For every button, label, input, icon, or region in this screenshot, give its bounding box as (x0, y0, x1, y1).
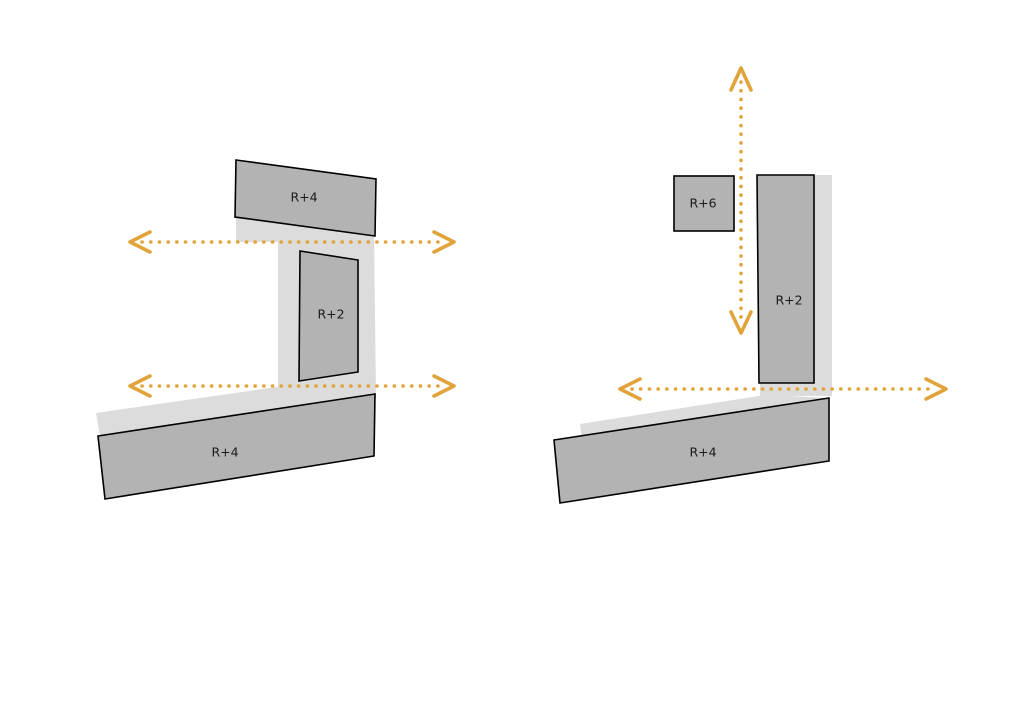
building-label: R+4 (290, 190, 317, 205)
building-bottom-r4 (97, 393, 376, 500)
building-small-r6 (673, 175, 735, 232)
flow-arrow-vertical (729, 66, 753, 335)
building-label: R+6 (689, 196, 716, 211)
flow-arrow-horizontal (128, 374, 456, 398)
building-label: R+4 (211, 445, 238, 460)
building-label: R+2 (775, 293, 802, 308)
building-bottom-r4 (553, 397, 830, 504)
ground-shadow (96, 386, 376, 436)
left-scheme: R+4 R+2 R+4 (96, 159, 456, 500)
flow-arrow-horizontal (618, 377, 948, 401)
building-vertical-r2 (756, 174, 815, 384)
building-middle-r2 (298, 250, 359, 382)
building-label: R+4 (689, 445, 716, 460)
building-top-r4 (234, 159, 377, 237)
flow-arrow-horizontal (128, 230, 456, 254)
right-scheme: R+6 R+2 R+4 (553, 66, 948, 504)
building-label: R+2 (317, 307, 344, 322)
